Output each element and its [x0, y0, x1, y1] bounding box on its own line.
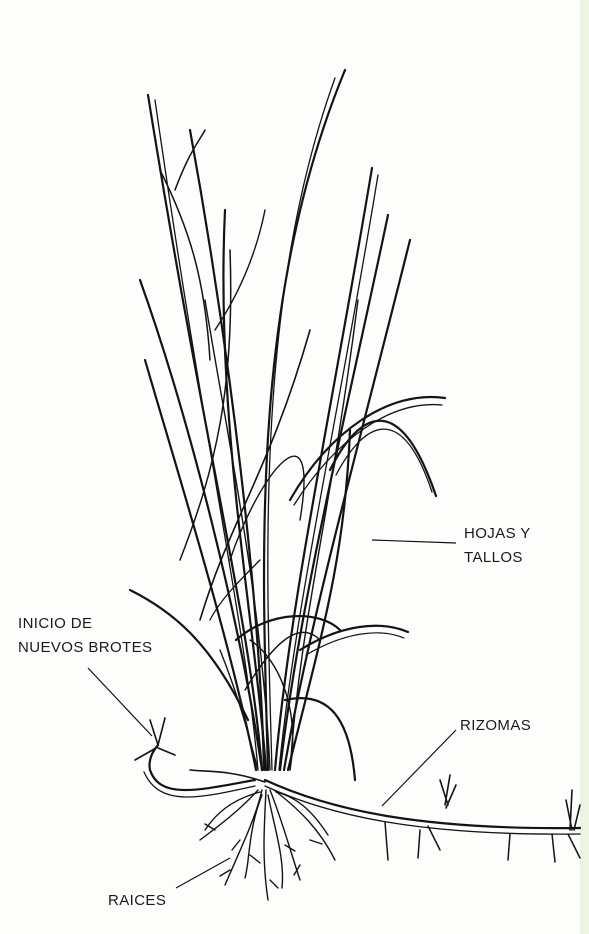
- label-raices: RAICES: [108, 889, 166, 913]
- roots: [200, 790, 335, 900]
- label-raices-text: RAICES: [108, 889, 166, 913]
- rhizomes: [135, 718, 580, 862]
- leader-lines: [88, 540, 456, 888]
- label-inicio-nuevos-brotes: INICIO DE NUEVOS BROTES: [18, 612, 152, 660]
- label-inicio-line2: NUEVOS BROTES: [18, 636, 152, 660]
- label-rizomas: RIZOMAS: [460, 714, 531, 738]
- label-rizomas-text: RIZOMAS: [460, 714, 531, 738]
- label-inicio-line1: INICIO DE: [18, 612, 152, 636]
- leaves-and-stems: [130, 70, 445, 780]
- label-hojas-line2: TALLOS: [464, 546, 531, 570]
- leader-raices: [176, 858, 230, 888]
- label-hojas-y-tallos: HOJAS Y TALLOS: [464, 522, 531, 570]
- label-hojas-line1: HOJAS Y: [464, 522, 531, 546]
- leader-hojas: [372, 540, 456, 543]
- leader-inicio: [88, 668, 152, 736]
